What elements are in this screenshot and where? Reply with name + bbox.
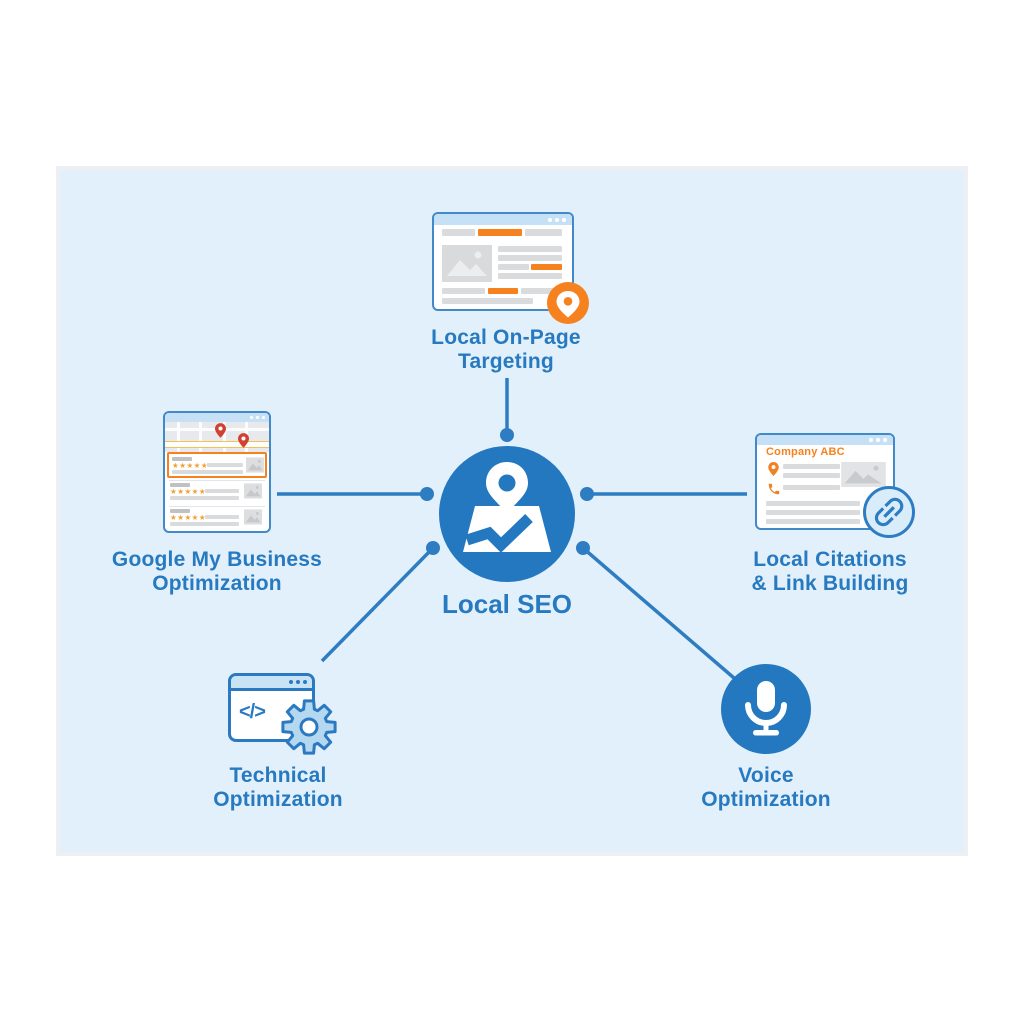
map-thumbnail bbox=[165, 422, 269, 452]
label-line1: Google My Business bbox=[111, 548, 323, 571]
code-icon: </> bbox=[239, 701, 266, 723]
gear-icon bbox=[281, 699, 337, 755]
label-local-on-page-targeting: Local On-Page Targeting bbox=[356, 326, 656, 373]
label-voice-optimization: Voice Optimization bbox=[616, 764, 916, 811]
listing-row: ★★★★★ bbox=[169, 482, 265, 504]
map-pin-icon bbox=[215, 423, 226, 438]
image-placeholder-icon bbox=[244, 509, 262, 525]
center-label: Local SEO bbox=[441, 589, 573, 619]
label-line1: Local Citations bbox=[753, 548, 907, 571]
browser-header bbox=[757, 435, 893, 445]
image-placeholder-icon bbox=[442, 245, 492, 282]
company-name: Company ABC bbox=[766, 446, 845, 458]
listing-row: ★★★★★ bbox=[169, 508, 265, 530]
label-line2: Optimization bbox=[213, 787, 343, 811]
link-badge-icon bbox=[863, 486, 915, 538]
label-line1: Voice bbox=[738, 764, 794, 787]
listing-row-highlighted: ★★★★★ bbox=[167, 452, 267, 478]
citation-page-link-icon: Company ABC bbox=[755, 433, 895, 530]
label-technical-optimization: Technical Optimization bbox=[128, 764, 428, 811]
browser-header bbox=[434, 214, 572, 225]
star-rating: ★★★★★ bbox=[172, 461, 209, 470]
label-line1: Technical bbox=[229, 764, 327, 787]
label-line2: Optimization bbox=[701, 787, 831, 811]
image-placeholder-icon bbox=[244, 483, 262, 499]
star-rating: ★★★★★ bbox=[170, 487, 207, 496]
map-route-pin-icon bbox=[463, 462, 551, 553]
browser-header bbox=[231, 676, 312, 691]
voice-circle bbox=[721, 664, 811, 754]
star-rating: ★★★★★ bbox=[170, 513, 207, 522]
local-seo-circle bbox=[439, 446, 575, 582]
image-placeholder-icon bbox=[246, 457, 264, 473]
location-pin-badge-icon bbox=[547, 282, 589, 324]
map-pin-icon bbox=[238, 433, 249, 448]
label-line1: Local On-Page bbox=[431, 326, 581, 349]
browser-header bbox=[165, 413, 269, 422]
location-pin-icon bbox=[768, 462, 779, 476]
label-google-my-business: Google My Business Optimization bbox=[67, 548, 367, 595]
image-placeholder-icon bbox=[841, 462, 886, 487]
webpage-location-pin-icon bbox=[432, 212, 589, 324]
phone-icon bbox=[768, 483, 780, 495]
label-line2: & Link Building bbox=[751, 571, 909, 595]
label-line2: Optimization bbox=[152, 571, 282, 595]
label-line2: Targeting bbox=[458, 349, 554, 373]
microphone-icon bbox=[745, 681, 787, 736]
label-local-citations: Local Citations & Link Building bbox=[680, 548, 980, 595]
map-listings-icon: ★★★★★ ★★★★★ ★★★★★ bbox=[163, 411, 271, 533]
